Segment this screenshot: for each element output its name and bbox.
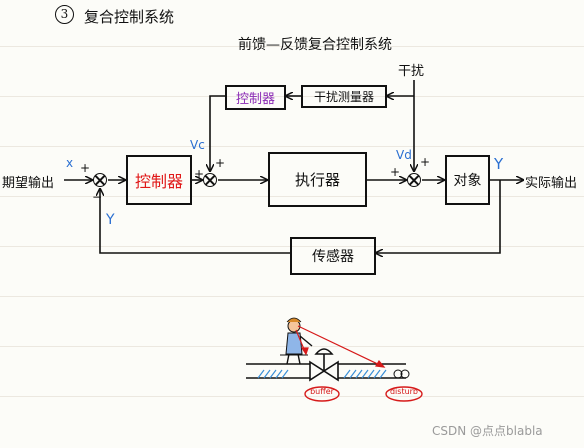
plant-block: 对象 (445, 155, 490, 205)
valve-illustration (246, 317, 423, 402)
summing-junction-1 (93, 173, 107, 187)
buffer-tag-label: buffer (310, 387, 334, 396)
disturb-tag-label: disturb (389, 387, 419, 396)
sign-sum3-top-plus: + (420, 155, 431, 169)
watermark: CSDN @点点blabla (432, 424, 543, 438)
sign-sum1-minus: − (92, 190, 103, 204)
sign-sum2-top-plus: + (215, 156, 226, 170)
summing-junction-2 (203, 173, 217, 187)
sensor-block: 传感器 (290, 237, 376, 275)
wire-ffcontroller-to-sum2 (210, 95, 225, 171)
wire-feedback-return (100, 189, 290, 254)
summing-junction-3 (407, 173, 421, 187)
actuator-block: 执行器 (268, 152, 367, 207)
ruled-line (0, 146, 584, 147)
signal-y-feedback-label: Y (106, 212, 115, 228)
disturbance-label: 干扰 (398, 64, 425, 79)
operator-icon (280, 317, 313, 365)
sign-sum1-plus: + (80, 161, 91, 175)
input-signal-label: 期望输出 (2, 176, 55, 191)
valve-icon (309, 348, 339, 382)
main-controller-block: 控制器 (126, 155, 192, 205)
disturbance-gauge-icon (393, 369, 410, 379)
signal-y-output-label: Y (494, 155, 504, 173)
signal-x-label: x (66, 156, 74, 170)
pipe-hatch (257, 369, 387, 379)
output-signal-label: 实际输出 (525, 176, 578, 191)
sign-sum3-left-plus: + (390, 165, 401, 179)
sign-sum2-left-plus: + (194, 167, 205, 181)
ruled-line (0, 396, 584, 397)
heading-title: 复合控制系统 (84, 8, 175, 26)
ruled-line (0, 46, 584, 47)
signal-vc-label: Vc (190, 138, 205, 152)
ff-controller-block: 控制器 (225, 85, 286, 110)
buffer-tag-outline (304, 386, 340, 402)
heading-number: 3 (55, 5, 74, 24)
disturb-tag-outline (385, 386, 423, 402)
disturbance-meter-block: 干扰测量器 (301, 85, 387, 108)
sight-arrows (295, 325, 386, 368)
signal-vd-label: Vd (396, 148, 412, 162)
ruled-line (0, 196, 584, 197)
ruled-line (0, 296, 584, 297)
diagram-subtitle: 前馈—反馈复合控制系统 (238, 37, 392, 53)
wire-feedback-down (376, 180, 501, 253)
ruled-line (0, 246, 584, 247)
